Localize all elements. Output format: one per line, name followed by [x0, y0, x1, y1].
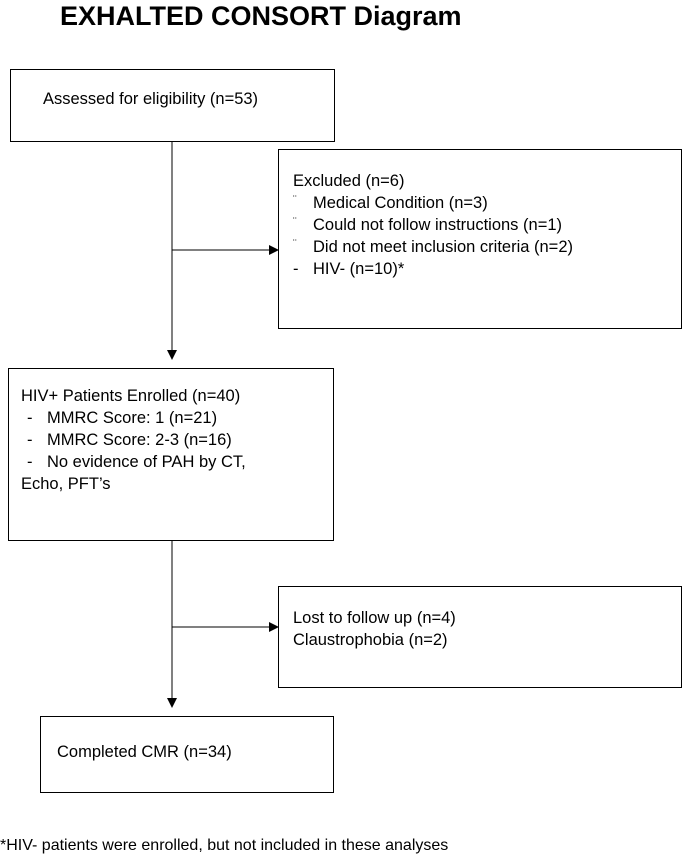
- enrolled-item: -MMRC Score: 1 (n=21): [21, 407, 333, 429]
- completed-text: Completed CMR (n=34): [57, 743, 232, 761]
- enrolled-item: -MMRC Score: 2-3 (n=16): [21, 429, 333, 451]
- excluded-item: ¨ Medical Condition (n=3): [293, 192, 681, 214]
- enrolled-item-label: MMRC Score: 1 (n=21): [47, 409, 218, 427]
- enrolled-heading: HIV+ Patients Enrolled (n=40): [21, 387, 241, 405]
- dash-mark: -: [27, 453, 33, 471]
- dash-mark: -: [27, 431, 33, 449]
- dash-mark: -: [27, 409, 33, 427]
- enrolled-item: -No evidence of PAH by CT,: [21, 451, 333, 473]
- excluded-item: ¨ Did not meet inclusion criteria (n=2): [293, 236, 681, 258]
- completed-box: Completed CMR (n=34): [40, 716, 334, 793]
- dash-mark: -: [293, 260, 299, 278]
- excluded-box: Excluded (n=6) ¨Medical Condition (n=3) …: [278, 149, 682, 329]
- assessed-text: Assessed for eligibility (n=53): [43, 90, 259, 108]
- enrolled-item-label: MMRC Score: 2-3 (n=16): [47, 431, 232, 449]
- enrolled-box: HIV+ Patients Enrolled (n=40) -MMRC Scor…: [8, 368, 334, 541]
- lost-box: Lost to follow up (n=4) Claustrophobia (…: [278, 586, 682, 688]
- diagram-title: EXHALTED CONSORT Diagram: [60, 1, 462, 31]
- bullet-mark: ¨: [293, 194, 297, 206]
- excluded-item-label: Did not meet inclusion criteria (n=2): [313, 238, 573, 256]
- footnote: *HIV- patients were enrolled, but not in…: [0, 837, 449, 854]
- excluded-hiv-negative-label: HIV- (n=10)*: [313, 260, 405, 278]
- bullet-mark: ¨: [293, 216, 297, 228]
- excluded-item-label: Could not follow instructions (n=1): [313, 216, 562, 234]
- excluded-hiv-negative-item: -HIV- (n=10)*: [293, 258, 681, 280]
- enrolled-item-continuation: Echo, PFT’s: [21, 475, 111, 493]
- assessed-box: Assessed for eligibility (n=53): [10, 69, 335, 142]
- lost-line: Claustrophobia (n=2): [293, 631, 448, 649]
- excluded-item: ¨ Could not follow instructions (n=1): [293, 214, 681, 236]
- bullet-mark: ¨: [293, 238, 297, 250]
- lost-line: Lost to follow up (n=4): [293, 609, 456, 627]
- excluded-item-label: Medical Condition (n=3): [313, 194, 488, 212]
- excluded-heading: Excluded (n=6): [293, 172, 405, 190]
- enrolled-item-label: No evidence of PAH by CT,: [47, 453, 246, 471]
